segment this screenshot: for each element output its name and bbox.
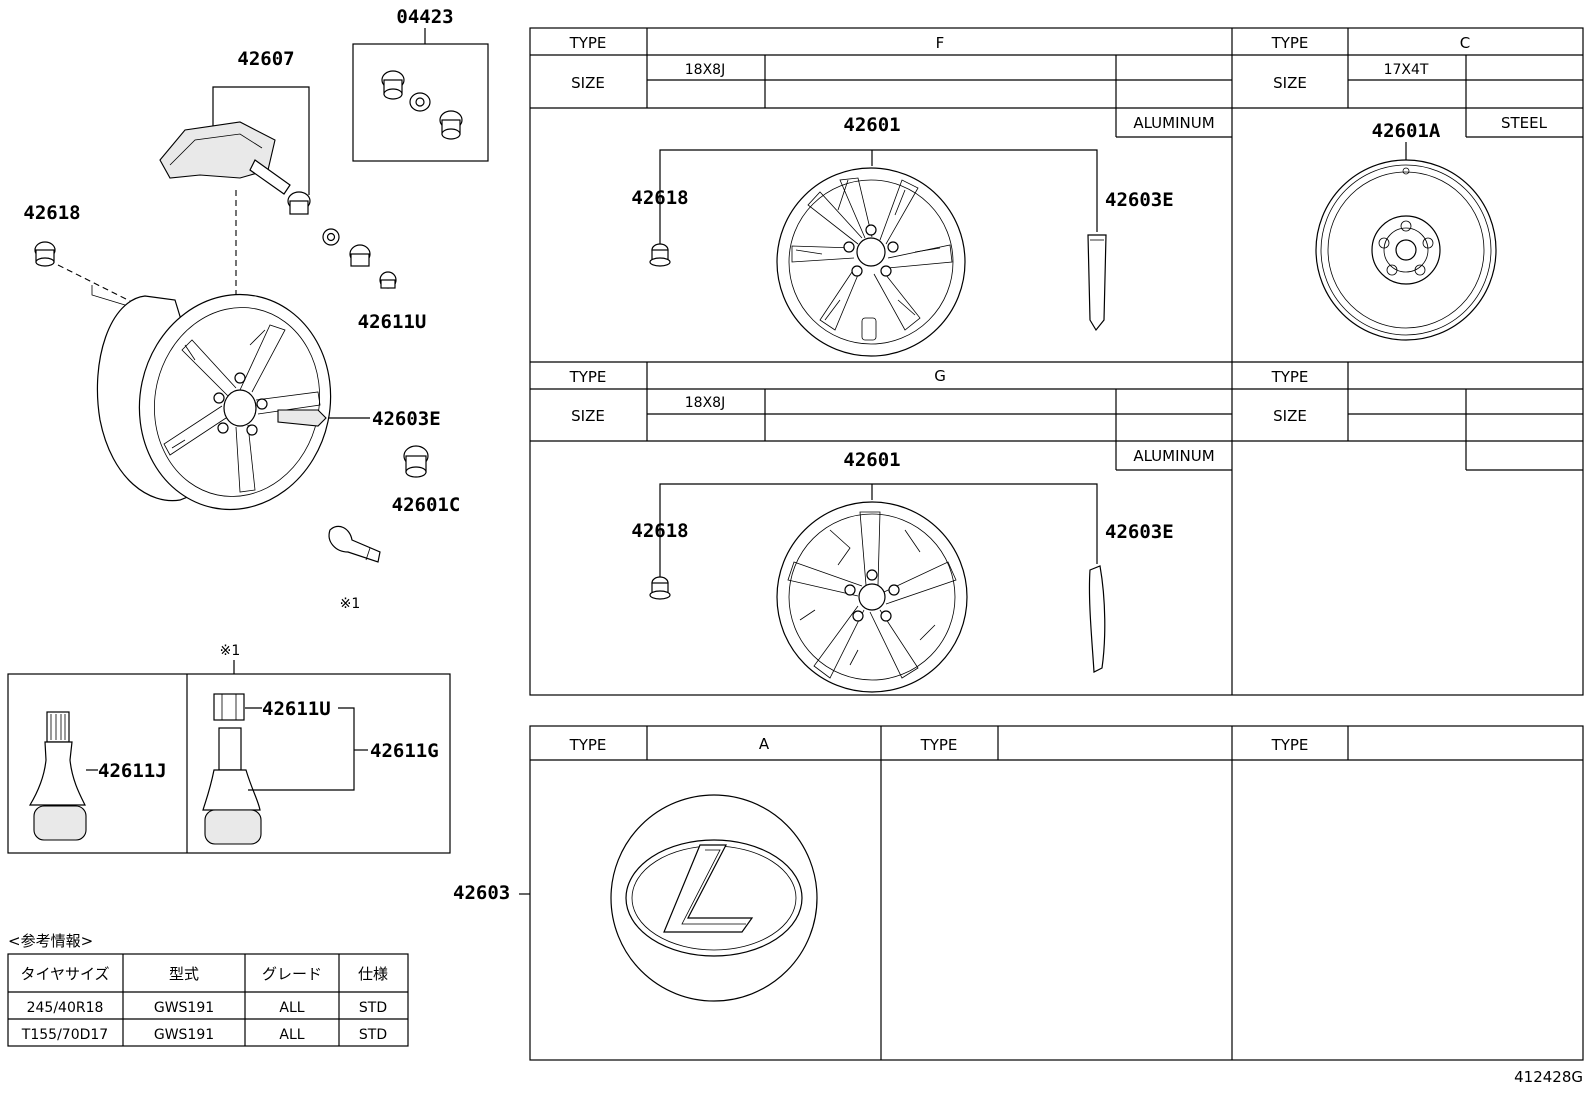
type-label-a: TYPE bbox=[569, 736, 607, 754]
type-label-c: TYPE bbox=[1271, 34, 1309, 52]
size-value-f: 18X8J bbox=[685, 62, 725, 78]
label-42603e-f: 42603E bbox=[1105, 189, 1174, 211]
label-42603: 42603 bbox=[453, 882, 510, 904]
label-42601-f: 42601 bbox=[843, 114, 900, 136]
type-label-f: TYPE bbox=[569, 34, 607, 52]
material-g: ALUMINUM bbox=[1133, 447, 1214, 465]
material-c: STEEL bbox=[1501, 114, 1548, 132]
cap-type-grid bbox=[529, 725, 1584, 1061]
label-42611g: 42611G bbox=[370, 740, 439, 762]
type-label-g: TYPE bbox=[569, 368, 607, 386]
alloy-wheel-g[interactable] bbox=[776, 501, 968, 693]
label-42618-f: 42618 bbox=[631, 187, 688, 209]
ref-header-tire-size: タイヤサイズ bbox=[20, 965, 109, 983]
ref-header-model: 型式 bbox=[169, 965, 199, 983]
ornament-42603e-g[interactable] bbox=[1088, 565, 1106, 673]
label-42603e-g: 42603E bbox=[1105, 521, 1174, 543]
label-42618-g: 42618 bbox=[631, 520, 688, 542]
type-value-c: C bbox=[1460, 34, 1470, 52]
ref-row1-grade: ALL bbox=[279, 1000, 304, 1016]
ref-row2-spec: STD bbox=[359, 1027, 387, 1043]
ref-row1-model: GWS191 bbox=[154, 1000, 214, 1016]
hub-nut-42618[interactable] bbox=[34, 241, 56, 267]
wheel-type-grid bbox=[529, 27, 1584, 696]
type-label-c2: TYPE bbox=[1271, 736, 1309, 754]
valve-cap-icon bbox=[381, 70, 405, 100]
type-value-g: G bbox=[934, 367, 946, 385]
label-42603e-left: 42603E bbox=[372, 408, 441, 430]
ref-header-grade: グレード bbox=[262, 965, 322, 983]
note1-box-label: ※1 bbox=[220, 643, 241, 659]
label-42607: 42607 bbox=[237, 48, 294, 70]
label-42611u-box: 42611U bbox=[262, 698, 331, 720]
label-42611u-top: 42611U bbox=[358, 311, 427, 333]
ref-header-spec: 仕様 bbox=[358, 965, 388, 983]
size-label-f: SIZE bbox=[571, 74, 605, 92]
ref-row2-tire: T155/70D17 bbox=[21, 1027, 108, 1043]
label-42601a: 42601A bbox=[1372, 120, 1441, 142]
lug-nut-42618-g[interactable] bbox=[649, 576, 671, 600]
reference-table bbox=[7, 953, 409, 1047]
ornament-42603e-f[interactable] bbox=[1087, 234, 1107, 332]
rubber-valve-42611j[interactable] bbox=[28, 711, 87, 841]
size-label-empty: SIZE bbox=[1273, 407, 1307, 425]
size-value-c: 17X4T bbox=[1384, 62, 1429, 78]
tpms-sensor-42607[interactable] bbox=[159, 86, 397, 289]
metal-valve-42611g[interactable] bbox=[202, 693, 262, 845]
size-value-g: 18X8J bbox=[685, 395, 725, 411]
type-value-a: A bbox=[759, 735, 770, 753]
lug-nut-42618-f[interactable] bbox=[649, 243, 671, 267]
ref-row2-model: GWS191 bbox=[154, 1027, 214, 1043]
type-value-f: F bbox=[936, 34, 945, 52]
label-42601-g: 42601 bbox=[843, 449, 900, 471]
label-04423: 04423 bbox=[396, 6, 453, 28]
type-label-b: TYPE bbox=[920, 736, 958, 754]
valve-stem-note1[interactable] bbox=[328, 525, 381, 563]
label-42618-left: 42618 bbox=[23, 202, 80, 224]
valve-detail-box bbox=[7, 673, 451, 854]
label-42611j: 42611J bbox=[98, 760, 167, 782]
reference-heading: <参考情報> bbox=[8, 932, 93, 950]
size-label-g: SIZE bbox=[571, 407, 605, 425]
size-label-c: SIZE bbox=[1273, 74, 1307, 92]
valve-nut-icon bbox=[439, 110, 463, 140]
material-f: ALUMINUM bbox=[1133, 114, 1214, 132]
ref-row1-spec: STD bbox=[359, 1000, 387, 1016]
ref-row2-grade: ALL bbox=[279, 1027, 304, 1043]
wheel-assembly[interactable] bbox=[96, 277, 350, 528]
lug-nut-42601c[interactable] bbox=[403, 445, 429, 478]
center-cap-42603[interactable] bbox=[610, 794, 818, 1002]
type-label-empty: TYPE bbox=[1271, 368, 1309, 386]
note1-valve: ※1 bbox=[340, 596, 361, 612]
ref-row1-tire: 245/40R18 bbox=[27, 1000, 104, 1016]
washer-icon bbox=[409, 92, 431, 112]
label-42601c: 42601C bbox=[392, 494, 461, 516]
drawing-number: 412428G bbox=[1514, 1068, 1583, 1086]
alloy-wheel-f[interactable] bbox=[776, 167, 966, 357]
kit-04423[interactable] bbox=[352, 28, 489, 162]
steel-wheel-c[interactable] bbox=[1315, 159, 1497, 341]
